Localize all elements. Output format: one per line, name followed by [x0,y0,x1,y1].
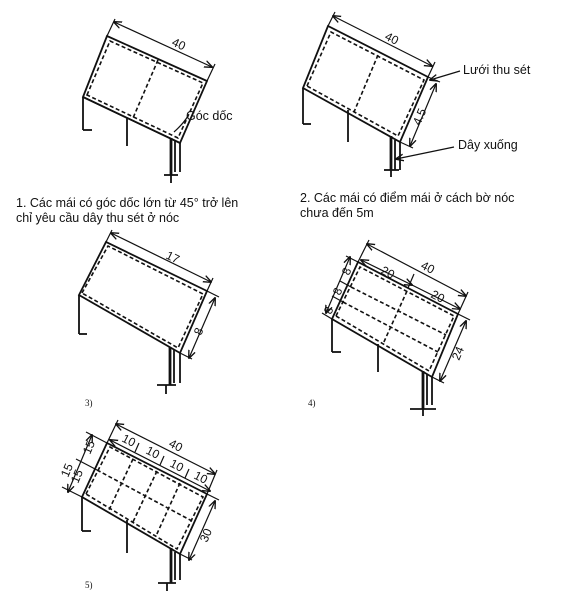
roof-mesh [305,30,426,138]
ground-terminal [157,384,176,394]
dimension-line-side [431,313,471,384]
figure-3: 17 8 3) [77,229,220,408]
dim-left-1: 15 [80,438,98,456]
dim-left-3: 15 [58,461,76,479]
ground-terminal [158,582,176,591]
mesh-leader [430,70,461,80]
roof-mesh [80,244,205,350]
figure-number: 4) [308,398,316,408]
dim-width: 8 [191,325,207,337]
dim-side: 24 [449,344,467,362]
dim-left-3: 8 [321,304,337,316]
dim-left-2: 8 [330,285,346,297]
roof-outline [301,24,430,144]
figure-number: 5) [85,580,93,590]
roof-outline [77,240,209,355]
dim-total: 40 [167,436,186,455]
caption-line-2: chỉ yêu cầu dây thu sét ở nóc [16,211,180,225]
dimension-line-segments [110,440,210,491]
dim-edge: 4.5 [410,106,430,127]
figure-2: 40 4.5 Lưới thu sét Dây xuống [301,11,531,177]
ground-terminal [164,174,178,183]
figure-4: 40 20 20 24 8 8 8 4) [308,239,471,416]
dimension-line-total [357,239,469,315]
dimension-line-length [106,18,216,82]
down-label: Dây xuống [458,138,518,152]
columns [331,319,433,405]
roof-mesh [334,265,456,373]
mesh-label: Lưới thu sét [463,63,531,77]
figure-1: 40 Góc dốc [81,18,233,183]
caption-line-2: chưa đến 5m [300,206,374,220]
dimension-line-length [327,11,436,78]
roof-mesh [82,39,205,144]
roof-outline [80,441,209,556]
dim-total: 40 [419,258,438,277]
dimension-line-left-stack [61,431,108,498]
dim-left-half: 20 [379,263,398,282]
caption-figure-2: 2. Các mái có điểm mái ở cách bờ nóc chư… [300,191,562,221]
caption-line-1: 2. Các mái có điểm mái ở cách bờ nóc [300,191,515,205]
caption-line-1: 1. Các mái có góc dốc lớn từ 45° trở lên [16,196,239,210]
dim-left-2: 15 [68,467,86,485]
columns [81,497,181,580]
dim-seg-2: 10 [144,443,163,462]
slope-pointer [173,115,189,133]
dim-length: 40 [170,35,188,53]
figure-number: 3) [85,398,93,408]
slope-label: Góc dốc [186,109,233,123]
dim-right-half: 20 [429,287,448,306]
columns [82,97,181,172]
caption-figure-1: 1. Các mái có góc dốc lớn từ 45° trở lên… [16,196,292,226]
dim-side: 30 [197,526,215,544]
ground-terminal [410,408,436,416]
figure-5: 40 10 10 10 10 30 15 15 15 5) [58,419,220,591]
roof-outline [330,260,460,379]
dimension-line-halves [361,260,460,309]
dim-length: 40 [383,29,402,48]
columns [302,88,401,170]
dim-seg-4: 10 [192,468,211,487]
dimension-line-width [179,290,220,359]
dim-seg-3: 10 [168,456,187,475]
dim-length: 17 [164,248,182,267]
ground-terminal [384,169,399,177]
dimension-line-side [179,493,220,560]
dim-left-1: 8 [339,265,355,277]
down-leader [396,146,455,159]
dimension-line-left-stack [321,256,359,320]
dimension-line-length [105,229,214,292]
dim-seg-1: 10 [120,431,139,450]
columns [78,295,181,383]
